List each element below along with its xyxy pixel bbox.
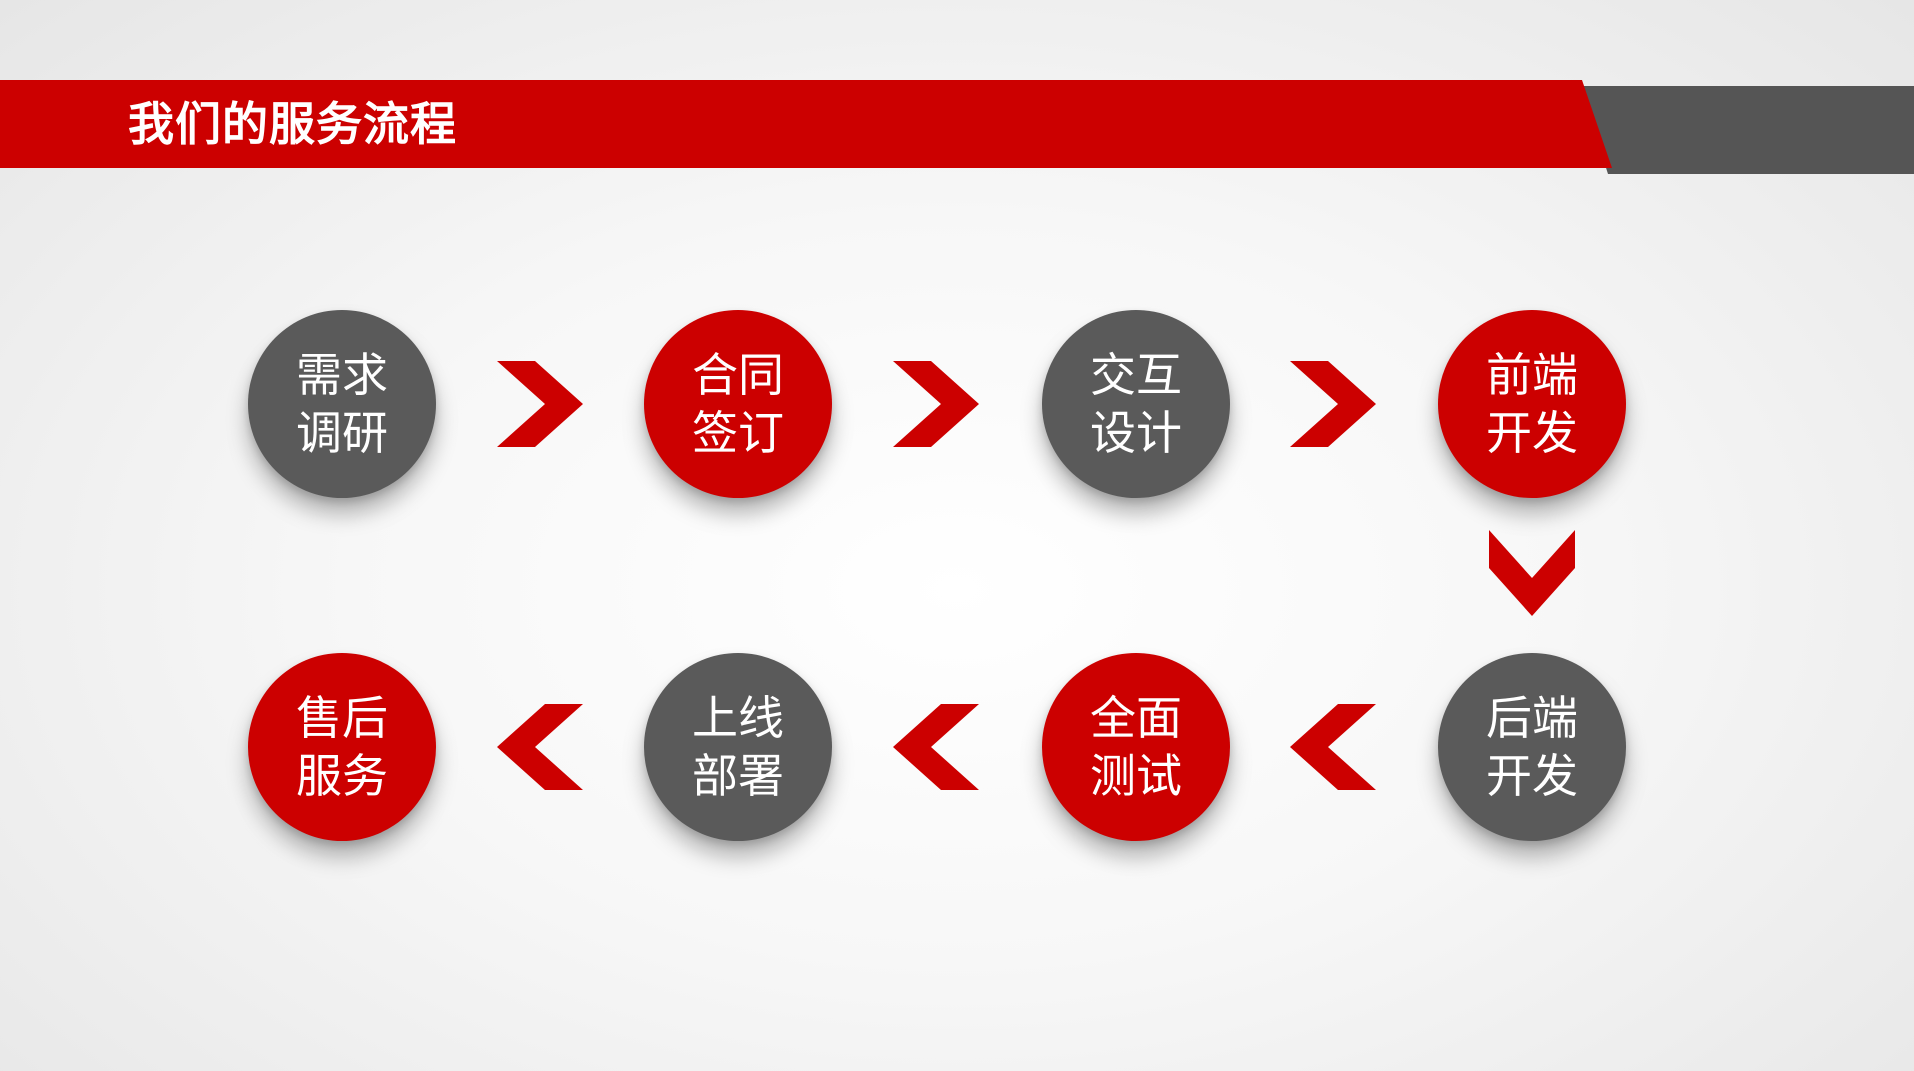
chevron-left-icon (497, 704, 583, 790)
chevron-down-icon (1489, 530, 1575, 616)
step-launch-deployment: 上线 部署 (644, 653, 832, 841)
step-label-line1: 需求 (296, 348, 388, 402)
step-label-line1: 售后 (296, 691, 388, 745)
step-label-line2: 服务 (296, 749, 388, 803)
step-label-line2: 开发 (1486, 406, 1578, 460)
page-title: 我们的服务流程 (128, 97, 457, 151)
step-label-line2: 部署 (692, 749, 784, 803)
chevron-right-icon (893, 361, 979, 447)
step-label-line2: 测试 (1090, 749, 1182, 803)
chevron-left-icon (893, 704, 979, 790)
step-label-line1: 前端 (1486, 348, 1578, 402)
step-label-line2: 调研 (296, 406, 388, 460)
step-label-line2: 签订 (692, 406, 784, 460)
step-label-line1: 上线 (692, 691, 784, 745)
step-frontend-development: 前端 开发 (1438, 310, 1626, 498)
step-full-testing: 全面 测试 (1042, 653, 1230, 841)
step-requirements-research: 需求 调研 (248, 310, 436, 498)
step-interaction-design: 交互 设计 (1042, 310, 1230, 498)
step-label-line2: 开发 (1486, 749, 1578, 803)
header-banner-gray-band (1580, 86, 1914, 174)
step-backend-development: 后端 开发 (1438, 653, 1626, 841)
step-label-line1: 合同 (692, 348, 784, 402)
chevron-left-icon (1290, 704, 1376, 790)
header-banner-red-band (0, 80, 1612, 168)
step-label-line1: 交互 (1090, 348, 1182, 402)
step-label-line1: 后端 (1486, 691, 1578, 745)
step-label-line2: 设计 (1090, 406, 1182, 460)
step-contract-signing: 合同 签订 (644, 310, 832, 498)
step-after-sales-service: 售后 服务 (248, 653, 436, 841)
chevron-right-icon (1290, 361, 1376, 447)
step-label-line1: 全面 (1090, 691, 1182, 745)
chevron-right-icon (497, 361, 583, 447)
